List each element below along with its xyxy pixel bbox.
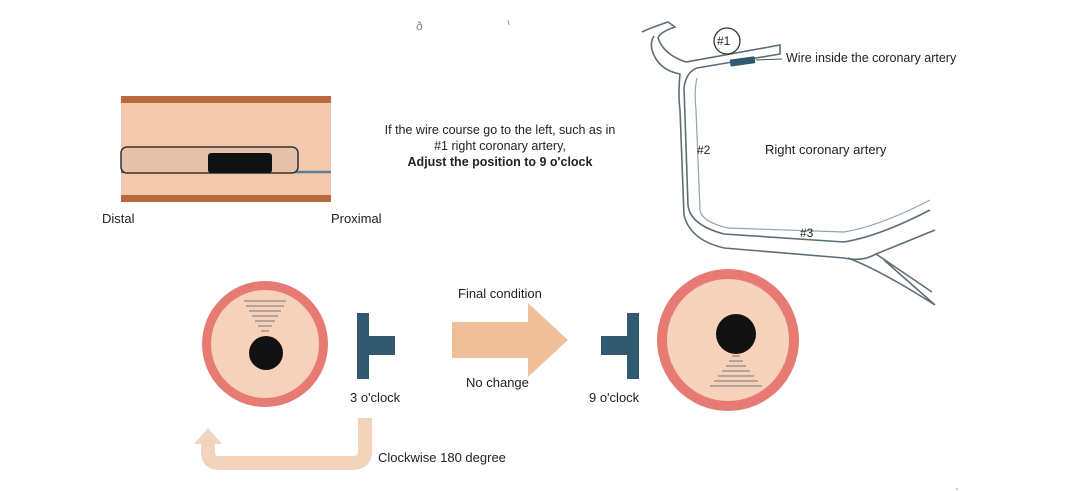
marker-2-label: #2: [697, 143, 711, 157]
right-cross-section: [657, 269, 799, 411]
artery-lower-edge: [679, 109, 936, 261]
left-t-bar: [357, 313, 369, 379]
final-condition-arrow: [452, 303, 568, 377]
right-t-bar: [627, 313, 639, 379]
wire-position-marker: [729, 56, 756, 67]
artery-distal-branch: [847, 253, 936, 306]
clockwise-label: Clockwise 180 degree: [378, 450, 506, 465]
left-t-stem: [369, 336, 395, 355]
vessel-wall-top: [121, 96, 331, 103]
imaging-probe: [208, 153, 272, 173]
proximal-label: Proximal: [331, 211, 382, 226]
coronary-artery: [641, 21, 936, 306]
instruction-line-2: #1 right coronary artery,: [434, 139, 566, 153]
clockwise-return-arrow: [201, 418, 372, 470]
marker-1-circle: [713, 27, 741, 55]
artery-branch-edge: [650, 35, 681, 111]
right-probe-dot: [716, 314, 756, 354]
nine-oclock-label: 9 o'clock: [589, 390, 640, 405]
wire-callout-line: [755, 58, 783, 61]
no-change-label: No change: [466, 375, 529, 390]
artery-outer-edge: [641, 21, 931, 243]
marker-1-label: #1: [717, 34, 731, 48]
instruction-line-1: If the wire course go to the left, such …: [384, 123, 616, 137]
distal-label: Distal: [102, 211, 135, 226]
left-cross-section: [202, 281, 328, 407]
left-echo-fan: [244, 300, 286, 332]
stray-mark: ð: [416, 19, 423, 33]
instruction-line-3: Adjust the position to 9 o'clock: [407, 155, 593, 169]
right-echo-fan: [710, 355, 762, 387]
stray-tick: [507, 19, 510, 26]
right-coronary-label: Right coronary artery: [765, 142, 887, 157]
right-t-marker: [601, 313, 639, 379]
marker-3-label: #3: [800, 226, 814, 240]
instruction-note: If the wire course go to the left, such …: [360, 122, 640, 170]
vessel-wall-bottom: [121, 195, 331, 202]
final-condition-label: Final condition: [458, 286, 542, 301]
artery-inner-line: [694, 77, 931, 233]
left-t-marker: [357, 313, 395, 379]
corner-dot: [956, 488, 958, 490]
wire-inside-label: Wire inside the coronary artery: [786, 51, 957, 65]
left-probe-dot: [249, 336, 283, 370]
right-t-stem: [601, 336, 627, 355]
three-oclock-label: 3 o'clock: [350, 390, 401, 405]
longitudinal-vessel: [120, 96, 331, 202]
clockwise-arrow-head: [194, 428, 222, 444]
